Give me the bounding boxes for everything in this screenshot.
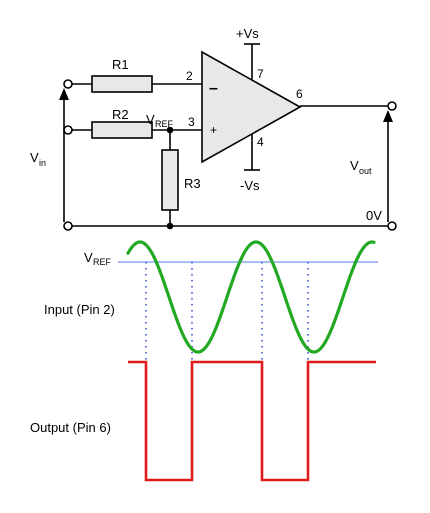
projection-lines bbox=[145, 262, 309, 362]
vin-label-sub: in bbox=[39, 158, 46, 168]
pin-7-label: 7 bbox=[257, 67, 264, 81]
noninverting-input-sign: + bbox=[210, 123, 217, 137]
ground-left-terminal bbox=[63, 221, 73, 231]
circuit-schematic bbox=[63, 43, 397, 231]
r3-resistor bbox=[161, 149, 179, 211]
r2-resistor bbox=[91, 121, 153, 139]
inverting-input-sign: – bbox=[209, 80, 218, 97]
vout-top-terminal bbox=[387, 101, 397, 111]
r1-resistor bbox=[91, 75, 153, 93]
vout-arrow-head bbox=[383, 110, 393, 122]
pin-2-label: 2 bbox=[186, 69, 193, 83]
pin-3-label: 3 bbox=[188, 115, 195, 129]
r2-input-terminal bbox=[63, 125, 73, 135]
vin-top-terminal bbox=[63, 79, 73, 89]
waveform-vref-label-main: V bbox=[84, 250, 93, 265]
pin-6-label: 6 bbox=[296, 87, 303, 101]
vs-pos-label: +Vs bbox=[236, 26, 259, 41]
r3-label: R3 bbox=[184, 176, 201, 191]
vs-neg-label: -Vs bbox=[240, 178, 260, 193]
vin-arrow-head bbox=[59, 88, 69, 100]
op-amp-triangle bbox=[201, 50, 302, 164]
ground-right-terminal bbox=[387, 221, 397, 231]
input-sine-wave bbox=[126, 240, 376, 354]
vref-label-main: V bbox=[146, 112, 155, 127]
vref-label-sub: REF bbox=[155, 119, 174, 129]
ground-label: 0V bbox=[366, 208, 382, 223]
input-pin-2-label: Input (Pin 2) bbox=[44, 302, 115, 317]
output-pin-6-label: Output (Pin 6) bbox=[30, 420, 111, 435]
pin-4-label: 4 bbox=[257, 135, 264, 149]
output-square-wave bbox=[128, 360, 376, 482]
waveform-vref-label-sub: REF bbox=[93, 257, 112, 267]
vin-label-main: V bbox=[30, 150, 39, 165]
vout-label-main: V bbox=[350, 158, 359, 173]
vout-label-sub: out bbox=[359, 166, 372, 176]
r2-label: R2 bbox=[112, 107, 129, 122]
r1-label: R1 bbox=[112, 57, 129, 72]
